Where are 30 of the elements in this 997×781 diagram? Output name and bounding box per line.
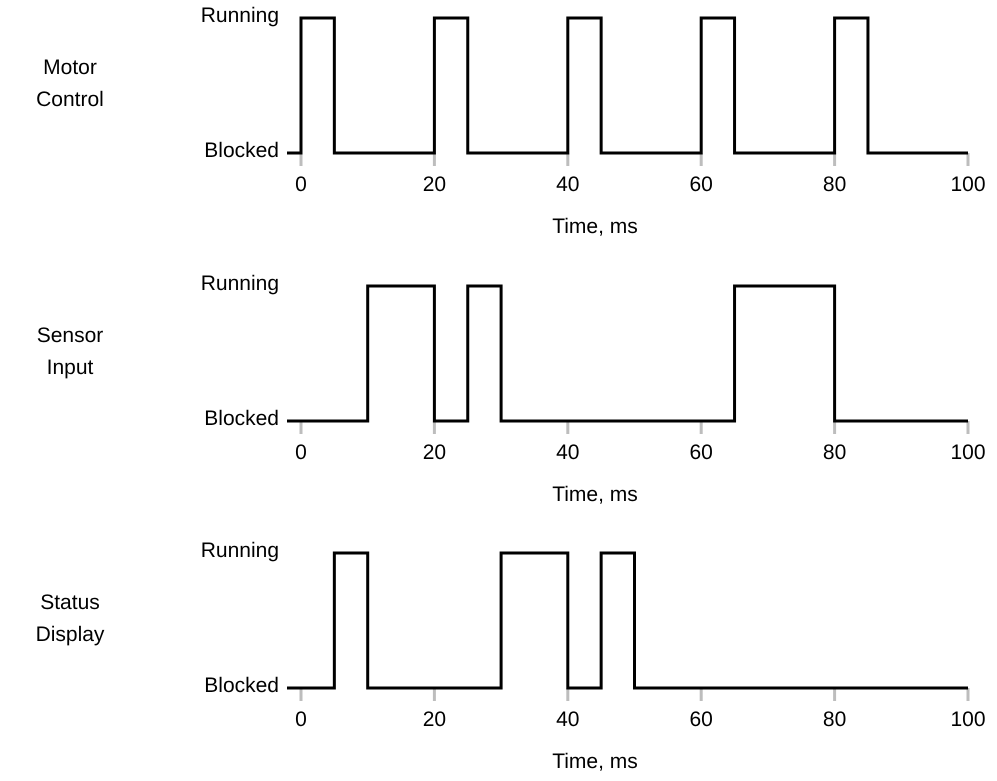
state-label: Running bbox=[200, 271, 279, 297]
x-tick-label: 40 bbox=[555, 440, 580, 466]
row-title: Status Display bbox=[34, 590, 106, 648]
x-tick-label: 60 bbox=[688, 440, 714, 466]
x-tick-label: 20 bbox=[422, 707, 448, 733]
x-axis-label: Time, ms bbox=[551, 214, 639, 240]
x-tick-label: 0 bbox=[294, 440, 308, 466]
x-tick-label: 100 bbox=[949, 440, 987, 466]
state-label: Running bbox=[200, 3, 279, 29]
row-title: Sensor Input bbox=[36, 323, 104, 381]
x-tick-label: 20 bbox=[422, 440, 448, 466]
state-label: Blocked bbox=[204, 406, 279, 432]
x-tick-label: 80 bbox=[822, 707, 848, 733]
x-tick-label: 60 bbox=[688, 707, 714, 733]
x-axis-label: Time, ms bbox=[551, 482, 639, 508]
x-tick-label: 80 bbox=[822, 440, 848, 466]
x-tick-label: 0 bbox=[294, 707, 308, 733]
x-tick-label: 40 bbox=[555, 172, 580, 198]
x-tick-label: 100 bbox=[949, 172, 987, 198]
state-label: Running bbox=[200, 538, 279, 564]
x-axis-label: Time, ms bbox=[551, 749, 639, 775]
x-tick-label: 40 bbox=[555, 707, 580, 733]
state-label: Blocked bbox=[204, 138, 279, 164]
x-tick-label: 20 bbox=[422, 172, 448, 198]
x-tick-label: 100 bbox=[949, 707, 987, 733]
x-tick-label: 80 bbox=[822, 172, 848, 198]
row-title: Motor Control bbox=[35, 55, 105, 113]
x-tick-label: 60 bbox=[688, 172, 714, 198]
x-tick-label: 0 bbox=[294, 172, 308, 198]
state-label: Blocked bbox=[204, 673, 279, 699]
